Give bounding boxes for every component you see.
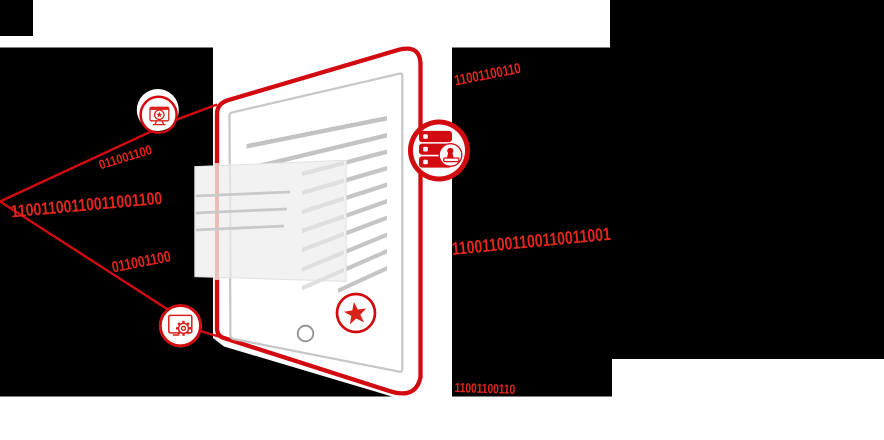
svg-text:11001100110: 11001100110 [454, 380, 515, 398]
